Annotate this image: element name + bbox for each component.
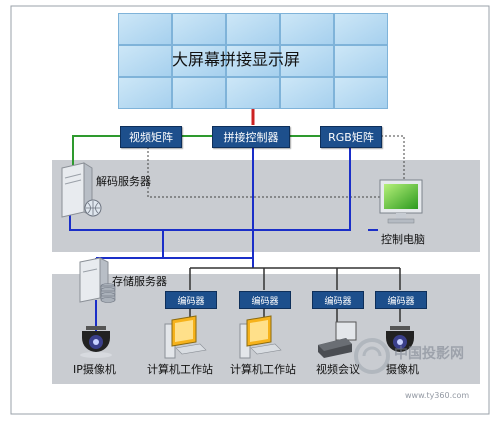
control-pc-icon — [379, 179, 423, 224]
video-wall-tile — [173, 46, 225, 76]
video-conference-icon — [318, 321, 357, 358]
control-pc-label: 控制电脑 — [381, 233, 425, 246]
encoder-box-1[interactable]: 编码器 — [165, 291, 217, 309]
video-matrix-box[interactable]: 视频矩阵 — [120, 126, 182, 148]
workstation-2-label: 计算机工作站 — [230, 363, 296, 376]
video-conference-label: 视频会议 — [316, 363, 360, 376]
video-wall-tile — [281, 46, 333, 76]
storage-server-icon — [79, 257, 116, 303]
watermark-url: www.ty360.com — [405, 391, 470, 400]
video-wall-tile — [227, 46, 279, 76]
video-wall-tile — [119, 78, 171, 108]
video-wall-tile — [335, 46, 387, 76]
camera-label: 摄像机 — [386, 363, 419, 376]
camera-icon — [386, 326, 414, 352]
video-wall-tile — [335, 14, 387, 44]
ip-camera-icon — [80, 326, 112, 358]
control-dotted-1 — [147, 147, 392, 198]
splice-controller-box[interactable]: 拼接控制器 — [212, 126, 290, 148]
video-wall-tile — [281, 14, 333, 44]
watermark-brand: 中国投影网 — [394, 346, 464, 362]
encoder-box-4[interactable]: 编码器 — [375, 291, 427, 309]
decode-server-icon — [61, 162, 102, 218]
storage-server-label: 存储服务器 — [112, 275, 167, 288]
video-wall-tile — [227, 78, 279, 108]
video-wall-tile — [335, 78, 387, 108]
video-wall-tile — [173, 14, 225, 44]
video-wall-tile — [119, 46, 171, 76]
workstation-1-icon — [164, 315, 207, 359]
control-dotted-2 — [381, 135, 405, 180]
green-link-left — [72, 135, 120, 165]
workstation-2-icon — [239, 315, 282, 359]
encoder-box-3[interactable]: 编码器 — [312, 291, 364, 309]
video-wall-tile — [227, 14, 279, 44]
video-wall-tile — [173, 78, 225, 108]
encoder-box-2[interactable]: 编码器 — [239, 291, 291, 309]
video-wall — [118, 13, 388, 109]
watermark-logo — [354, 338, 390, 374]
decode-server-label: 解码服务器 — [96, 175, 151, 188]
dark-bus — [189, 267, 401, 322]
rgb-matrix-box[interactable]: RGB矩阵 — [320, 126, 382, 148]
workstation-1-label: 计算机工作站 — [147, 363, 213, 376]
video-wall-tile — [119, 14, 171, 44]
video-wall-tile — [281, 78, 333, 108]
video-wall-title: 大屏幕拼接显示屏 — [172, 50, 301, 69]
ip-camera-label: IP摄像机 — [73, 363, 116, 376]
